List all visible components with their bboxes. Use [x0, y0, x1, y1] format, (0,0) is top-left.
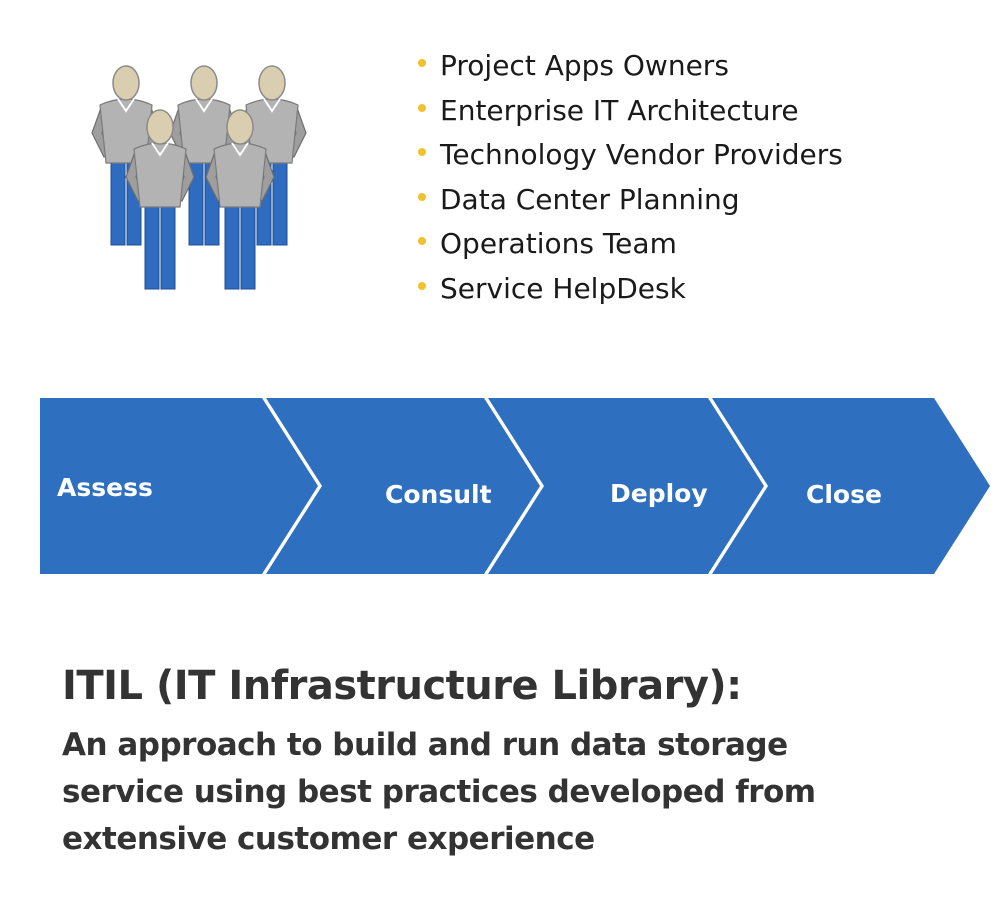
stage-chevron-assess [40, 398, 318, 574]
list-item-label: Enterprise IT Architecture [440, 93, 799, 127]
list-item-label: Data Center Planning [440, 182, 740, 216]
bullet-icon [418, 281, 426, 290]
bullet-icon [418, 59, 426, 67]
description-line: An approach to build and run data storag… [62, 727, 788, 763]
bullet-icon [418, 103, 426, 112]
list-item: Data Center Planning [418, 178, 843, 223]
stage-label-close: Close [806, 480, 882, 509]
stage-chevron-consult [266, 398, 540, 574]
stage-label-deploy: Deploy [610, 479, 708, 508]
list-item: Service HelpDesk [418, 267, 843, 312]
stage-chevron-deploy [488, 398, 764, 574]
list-item-label: Service HelpDesk [440, 271, 686, 305]
list-item: Operations Team [418, 222, 843, 267]
bullet-icon [418, 148, 426, 156]
description-line: service using best practices developed f… [62, 774, 816, 810]
list-item: Project Apps Owners [418, 44, 843, 89]
list-item: Enterprise IT Architecture [418, 89, 843, 134]
page-title: ITIL (IT Infrastructure Library): [62, 663, 742, 709]
bullet-icon [418, 237, 426, 245]
process-flow: Assess Consult Deploy Close [40, 398, 990, 574]
list-item-label: Operations Team [440, 227, 677, 260]
description-line: extensive customer experience [62, 821, 595, 857]
list-item-label: Project Apps Owners [440, 49, 729, 82]
stage-chevron-close [712, 398, 990, 574]
description-text: An approach to build and run data storag… [62, 722, 962, 863]
stage-label-consult: Consult [385, 480, 492, 509]
people-group-icon [91, 65, 307, 290]
list-item: Technology Vendor Providers [418, 133, 843, 178]
list-item-label: Technology Vendor Providers [440, 138, 843, 171]
stakeholder-list: Project Apps Owners Enterprise IT Archit… [418, 44, 843, 311]
stage-label-assess: Assess [57, 473, 153, 502]
bullet-icon [418, 192, 426, 201]
